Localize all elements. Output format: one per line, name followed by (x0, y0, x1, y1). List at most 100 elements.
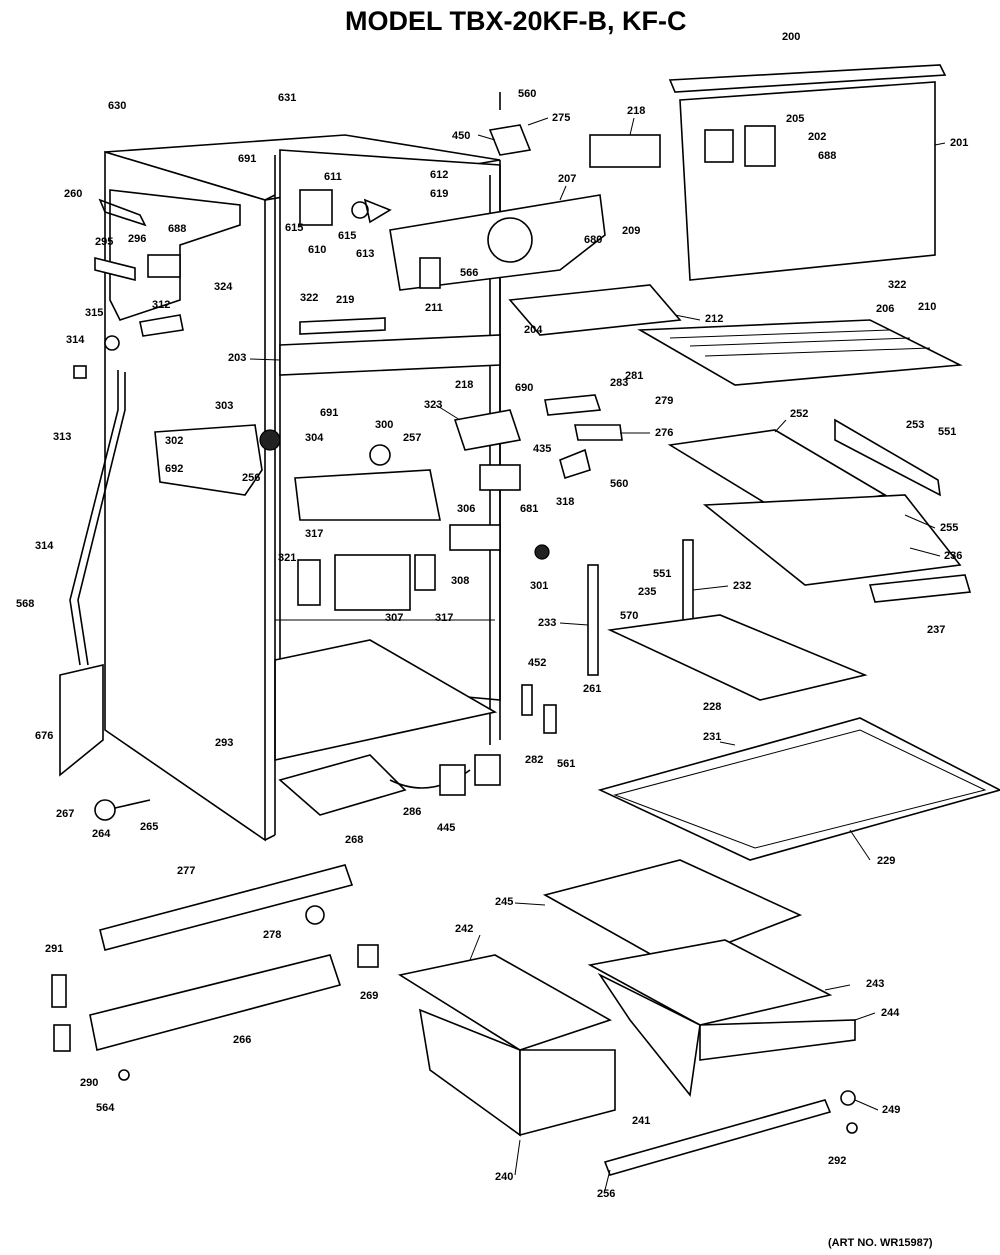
label-261: 261 (583, 683, 601, 695)
crisper-cover (542, 859, 803, 966)
label-283: 283 (610, 377, 628, 389)
door-stop (94, 256, 136, 282)
freezer-pan (667, 429, 962, 586)
label-260: 260 (64, 188, 82, 200)
drawer-rail (603, 1099, 832, 1176)
control-housing (154, 424, 281, 496)
label-229: 229 (877, 855, 895, 867)
label-293: 293 (215, 737, 233, 749)
label-282: 282 (525, 754, 543, 766)
art-number: (ART NO. WR15987) (828, 1237, 933, 1249)
label-317b: 317 (435, 612, 453, 624)
kick-plate (89, 954, 342, 1051)
label-315: 315 (85, 307, 103, 319)
label-615b: 615 (338, 230, 356, 242)
label-630: 630 (108, 100, 126, 112)
label-228: 228 (703, 701, 721, 713)
label-688b: 688 (168, 223, 186, 235)
label-256b: 256 (597, 1188, 615, 1200)
ice-tray (589, 134, 661, 168)
switch (559, 448, 591, 480)
label-277: 277 (177, 865, 195, 877)
label-295: 295 (95, 236, 113, 248)
label-322b: 322 (300, 292, 318, 304)
label-209: 209 (622, 225, 640, 237)
label-235: 235 (638, 586, 656, 598)
label-303: 303 (215, 400, 233, 412)
label-290: 290 (80, 1077, 98, 1089)
cover (479, 464, 521, 491)
label-253: 253 (906, 419, 924, 431)
label-317: 317 (305, 528, 323, 540)
label-240: 240 (495, 1171, 513, 1183)
label-286: 286 (403, 806, 421, 818)
shelf-support (587, 564, 599, 676)
label-231: 231 (703, 731, 721, 743)
label-244: 244 (881, 1007, 900, 1019)
label-566: 566 (460, 267, 478, 279)
label-219: 219 (336, 294, 354, 306)
label-218: 218 (627, 105, 645, 117)
label-692: 692 (165, 463, 183, 475)
panel (59, 663, 104, 777)
label-304: 304 (305, 432, 324, 444)
label-312: 312 (152, 299, 170, 311)
label-551: 551 (938, 426, 956, 438)
label-613: 613 (356, 248, 374, 260)
model-title: MODEL TBX-20KF-B, KF-C (345, 6, 687, 36)
label-292: 292 (828, 1155, 846, 1167)
fan-motor (299, 189, 392, 226)
label-252: 252 (790, 408, 808, 420)
label-307: 307 (385, 612, 403, 624)
leader-lines (249, 117, 946, 1191)
top-trim (668, 64, 947, 93)
label-241: 241 (632, 1115, 650, 1127)
label-619: 619 (430, 188, 448, 200)
label-232: 232 (733, 580, 751, 592)
label-690: 690 (515, 382, 533, 394)
hinge-pin (98, 198, 147, 227)
label-267: 267 (56, 808, 74, 820)
label-435: 435 (533, 443, 551, 455)
label-218b: 218 (455, 379, 473, 391)
label-276: 276 (655, 427, 673, 439)
grille (299, 317, 386, 335)
label-200: 200 (782, 31, 800, 43)
pin (139, 314, 184, 337)
freezer-shelf (637, 319, 963, 386)
hinge-block (147, 254, 181, 278)
label-210: 210 (918, 301, 936, 313)
part-labels: 200 201 202 205 688 322 210 206 560 275 … (16, 31, 968, 1200)
glass-shelf (597, 717, 1000, 861)
label-201: 201 (950, 137, 968, 149)
crisper-drawer-left (397, 954, 616, 1137)
label-296: 296 (128, 233, 146, 245)
label-681: 681 (520, 503, 538, 515)
label-202: 202 (808, 131, 826, 143)
label-265: 265 (140, 821, 158, 833)
label-570: 570 (620, 610, 638, 622)
label-264: 264 (92, 828, 111, 840)
label-322: 322 (888, 279, 906, 291)
label-236: 236 (944, 550, 962, 562)
label-257: 257 (403, 432, 421, 444)
label-279: 279 (655, 395, 673, 407)
label-212: 212 (705, 313, 723, 325)
rod (69, 370, 119, 666)
label-269: 269 (360, 990, 378, 1002)
cantilever-shelf (607, 614, 868, 701)
bracket (488, 124, 532, 156)
label-237: 237 (927, 624, 945, 636)
label-314b: 314 (35, 540, 54, 552)
label-323: 323 (424, 399, 442, 411)
label-611: 611 (324, 171, 342, 183)
evaporator (389, 194, 606, 291)
label-203: 203 (228, 352, 246, 364)
label-560b: 560 (610, 478, 628, 490)
label-691: 691 (238, 153, 256, 165)
support-bar (834, 418, 941, 497)
label-205: 205 (786, 113, 804, 125)
label-242: 242 (455, 923, 473, 935)
label-243: 243 (866, 978, 884, 990)
